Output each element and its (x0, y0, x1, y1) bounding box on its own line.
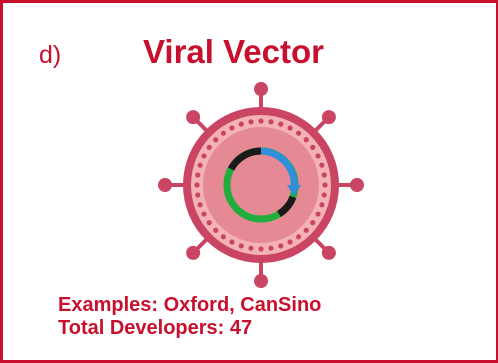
genome-ring-blue (260, 147, 298, 191)
capsid-dot (206, 220, 212, 226)
capsid-dot (319, 162, 325, 168)
capsid-dot (206, 144, 212, 150)
spike-head (186, 245, 201, 260)
capsid-dot (258, 246, 264, 252)
capsid-dot (201, 153, 207, 159)
capsid-dot (296, 130, 302, 136)
capsid-dot (315, 211, 321, 217)
spike-head (254, 274, 268, 288)
capsid-dot (213, 227, 219, 233)
capsid-dot (229, 125, 235, 131)
capsid-dot (321, 172, 327, 178)
capsid-dot (268, 119, 274, 125)
capsid-dot (195, 172, 201, 178)
capsid-dot (248, 119, 254, 125)
capsid-dot (213, 137, 219, 143)
capsid-dot (220, 234, 226, 240)
viral-vector-virus-icon (158, 82, 364, 288)
capsid-dot-ring (194, 118, 328, 252)
capsid-dot (278, 121, 284, 127)
capsid-dot (287, 239, 293, 245)
capsid-dot (322, 182, 328, 188)
panel-title: Viral Vector (143, 33, 325, 70)
capsid-dot (296, 234, 302, 240)
capsid-dot (303, 227, 309, 233)
capsid-dot (287, 125, 293, 131)
capsid-dot (220, 130, 226, 136)
spike-head (254, 82, 268, 96)
capsid-dot (194, 182, 200, 188)
spike-head (321, 245, 336, 260)
spike-head (186, 110, 201, 125)
viral-core (203, 127, 319, 243)
genome-ring-black-lower (276, 195, 297, 217)
capsid-dot (238, 243, 244, 249)
capsid-dot (197, 202, 203, 208)
capsid-dot (229, 239, 235, 245)
capsid-dot (238, 121, 244, 127)
capsid-dot (268, 245, 274, 251)
total-developers-text: Total Developers: 47 (58, 317, 253, 339)
examples-text: Examples: Oxford, CanSino (58, 294, 322, 316)
capsid-dot (319, 202, 325, 208)
spike-proteins (158, 82, 364, 288)
capsid-dot (197, 162, 203, 168)
spike-head (321, 110, 336, 125)
genome-ring-black (227, 147, 262, 171)
spike-head (158, 178, 172, 192)
capsid-dot (310, 144, 316, 150)
panel-label: d) (39, 41, 62, 69)
capsid-dot (321, 192, 327, 198)
capsid-dot (303, 137, 309, 143)
spike-head (350, 178, 364, 192)
capsid-dot (201, 211, 207, 217)
genome-ring-arrowhead (287, 185, 301, 196)
capsid-dot (315, 153, 321, 159)
capsid-dot (258, 118, 264, 124)
capsid-dot (248, 245, 254, 251)
capsid-dot (278, 243, 284, 249)
capsid-dot (310, 220, 316, 226)
capsid-dot (195, 192, 201, 198)
